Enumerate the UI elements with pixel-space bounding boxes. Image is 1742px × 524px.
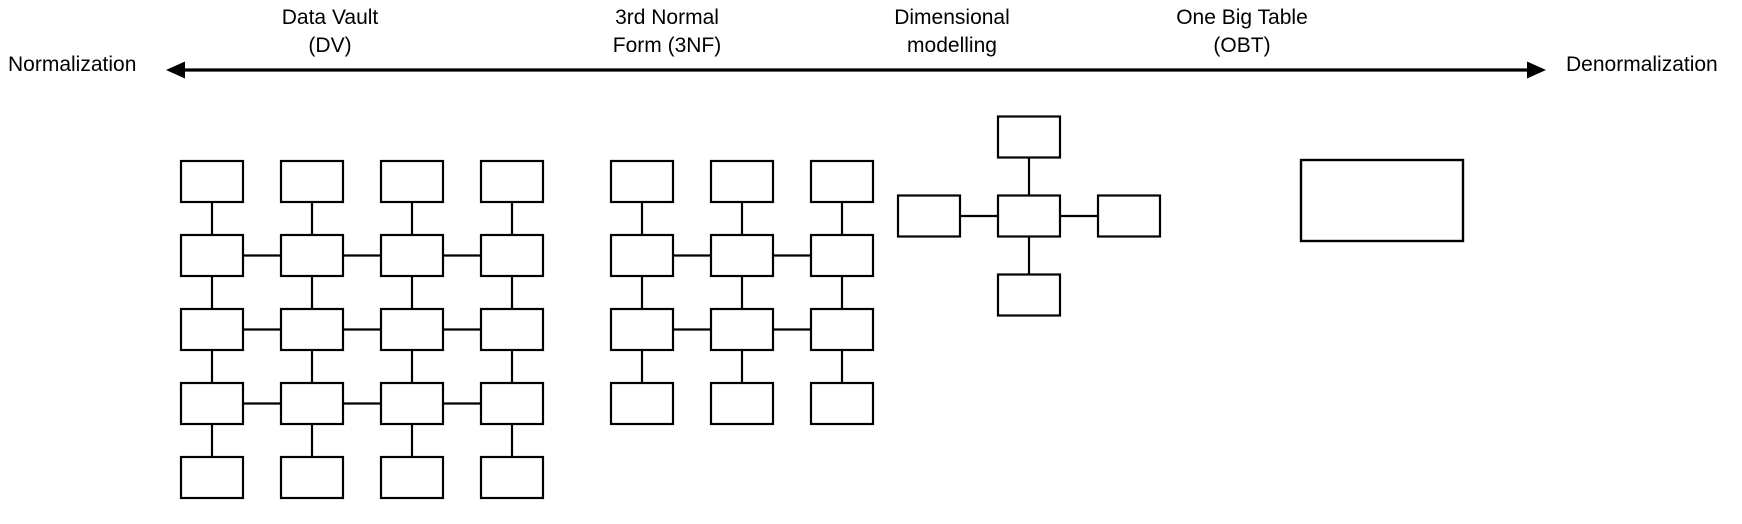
entity-box[interactable] bbox=[479, 455, 545, 500]
column-title-line2: modelling bbox=[907, 34, 997, 57]
column-title-third-normal-form: 3rd Normal Form (3NF) bbox=[537, 4, 797, 60]
entity-box[interactable] bbox=[479, 307, 545, 352]
column-title-line1: Dimensional bbox=[894, 6, 1010, 29]
entity-box[interactable] bbox=[809, 233, 875, 278]
entity-box[interactable] bbox=[609, 233, 675, 278]
entity-box[interactable] bbox=[179, 455, 245, 500]
column-title-line2: (OBT) bbox=[1213, 34, 1271, 57]
entity-box[interactable] bbox=[279, 307, 345, 352]
entity-box[interactable] bbox=[279, 159, 345, 204]
entity-box[interactable] bbox=[179, 159, 245, 204]
entity-box[interactable] bbox=[179, 307, 245, 352]
entity-box[interactable] bbox=[709, 159, 775, 204]
axis-label-denormalization: Denormalization bbox=[1566, 53, 1718, 76]
model-group-dimensional-modelling bbox=[896, 115, 1162, 317]
entity-box[interactable] bbox=[379, 381, 445, 426]
entity-box[interactable] bbox=[279, 455, 345, 500]
entity-box[interactable] bbox=[379, 307, 445, 352]
entity-box[interactable] bbox=[809, 307, 875, 352]
dimension-box[interactable] bbox=[996, 115, 1062, 159]
model-group-third-normal-form bbox=[609, 159, 875, 426]
entity-box[interactable] bbox=[809, 381, 875, 426]
entity-box[interactable] bbox=[179, 233, 245, 278]
entity-box[interactable] bbox=[179, 381, 245, 426]
entity-box[interactable] bbox=[379, 455, 445, 500]
column-title-line1: 3rd Normal bbox=[615, 6, 719, 29]
entity-box[interactable] bbox=[609, 307, 675, 352]
entity-box[interactable] bbox=[479, 159, 545, 204]
entity-box[interactable] bbox=[479, 233, 545, 278]
model-group-data-vault bbox=[179, 159, 545, 500]
dimension-box[interactable] bbox=[1096, 194, 1162, 238]
entity-box[interactable] bbox=[379, 233, 445, 278]
one-big-table-box[interactable] bbox=[1299, 158, 1465, 243]
entity-box[interactable] bbox=[479, 381, 545, 426]
dimension-box[interactable] bbox=[996, 273, 1062, 317]
entity-box[interactable] bbox=[279, 233, 345, 278]
entity-box[interactable] bbox=[709, 307, 775, 352]
column-title-line2: (DV) bbox=[308, 34, 352, 57]
dimension-box[interactable] bbox=[896, 194, 962, 238]
column-title-one-big-table: One Big Table (OBT) bbox=[1112, 4, 1372, 60]
column-title-line2: Form (3NF) bbox=[612, 34, 722, 57]
entity-box[interactable] bbox=[379, 159, 445, 204]
entity-box[interactable] bbox=[809, 159, 875, 204]
column-title-data-vault: Data Vault (DV) bbox=[200, 4, 460, 60]
column-title-line1: Data Vault bbox=[281, 6, 379, 29]
model-group-one-big-table bbox=[1299, 158, 1465, 243]
column-title-line1: One Big Table bbox=[1176, 6, 1308, 29]
entity-box[interactable] bbox=[279, 381, 345, 426]
column-title-dimensional-modelling: Dimensional modelling bbox=[822, 4, 1082, 60]
entity-box[interactable] bbox=[709, 381, 775, 426]
entity-box[interactable] bbox=[609, 381, 675, 426]
entity-box[interactable] bbox=[609, 159, 675, 204]
entity-box[interactable] bbox=[709, 233, 775, 278]
axis-label-normalization: Normalization bbox=[8, 53, 137, 76]
fact-box[interactable] bbox=[996, 194, 1062, 238]
